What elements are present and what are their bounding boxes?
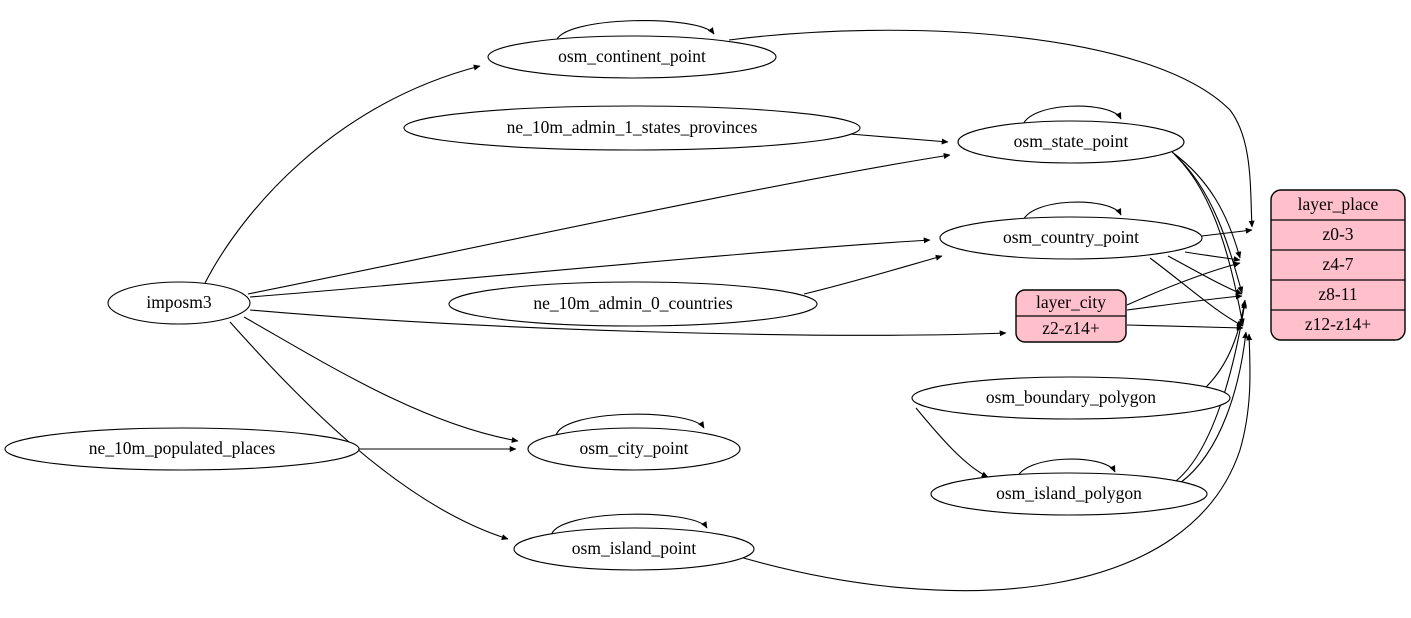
edge-selfloop-osm_island_polygon xyxy=(1015,458,1116,482)
record-shape-layer_place[interactable] xyxy=(1270,189,1406,341)
node-shape-osm_country_point[interactable] xyxy=(939,216,1203,260)
edge-osm_state_point-to-layer_place-z12-z14+ xyxy=(1175,155,1245,326)
node-osm_boundary_polygon[interactable]: osm_boundary_polygon xyxy=(911,376,1231,420)
node-ne_10m_populated_places[interactable]: ne_10m_populated_places xyxy=(4,427,360,471)
node-shape-osm_state_point[interactable] xyxy=(957,120,1185,164)
edge-imposm3-to-osm_continent_point xyxy=(204,64,481,284)
edge-ne_10m_admin_1_states_provinces-to-osm_state_point xyxy=(849,133,949,145)
edge-selfloop-osm_city_point xyxy=(555,413,705,437)
node-ne_10m_admin_1_states_provinces[interactable]: ne_10m_admin_1_states_provinces xyxy=(403,105,861,151)
node-osm_island_polygon[interactable]: osm_island_polygon xyxy=(930,472,1208,516)
node-shape-osm_continent_point[interactable] xyxy=(487,35,777,79)
node-shape-osm_boundary_polygon[interactable] xyxy=(911,376,1231,420)
edge-imposm3-to-osm_city_point xyxy=(243,316,519,443)
node-shape-osm_island_polygon[interactable] xyxy=(930,472,1208,516)
node-osm_state_point[interactable]: osm_state_point xyxy=(957,120,1185,164)
node-osm_island_point[interactable]: osm_island_point xyxy=(513,527,755,571)
edge-imposm3-to-osm_country_point xyxy=(249,237,931,298)
node-shape-imposm3[interactable] xyxy=(107,281,251,325)
node-shape-ne_10m_admin_0_countries[interactable] xyxy=(448,281,818,327)
node-osm_country_point[interactable]: osm_country_point xyxy=(939,216,1203,260)
edge-selfloop-osm_continent_point xyxy=(555,20,715,43)
edge-osm_island_polygon-to-layer_place-z12-z14+ xyxy=(1179,331,1249,484)
edge-osm_boundary_polygon-to-osm_island_polygon xyxy=(915,407,989,478)
edge-imposm3-to-layer_city xyxy=(249,309,1007,337)
node-layer: imposm3 ne_10m_populated_places ne_10m_a… xyxy=(4,35,1406,571)
edge-layer_city-to-layer_place-z12-z14+ xyxy=(1126,324,1244,331)
node-layer_city[interactable]: layer_city z2-z14+ xyxy=(1015,289,1127,343)
edge-selfloop-osm_state_point xyxy=(1021,105,1122,129)
edge-selfloop-osm_island_point xyxy=(550,513,708,537)
edge-osm_country_point-to-layer_place-z8-11 xyxy=(1167,255,1243,295)
node-osm_city_point[interactable]: osm_city_point xyxy=(527,427,741,471)
edge-imposm3-to-osm_state_point xyxy=(247,153,951,295)
edge-osm_island_point-to-layer_place-z12-z14+ xyxy=(739,333,1253,592)
edge-layer_city-to-layer_place-z4-7 xyxy=(1126,261,1241,306)
edge-ne_10m_admin_0_countries-to-osm_country_point xyxy=(803,254,943,295)
edge-layer xyxy=(204,20,1255,592)
edge-osm_country_point-to-layer_place-z12-z14+ xyxy=(1149,257,1244,327)
node-layer_place[interactable]: layer_place z0-3 z4-7 z8-11 z12-z14+ xyxy=(1270,189,1406,341)
edge-selfloop-osm_country_point xyxy=(1021,201,1122,225)
node-shape-osm_city_point[interactable] xyxy=(527,427,741,471)
edge-osm_country_point-to-layer_place-z4-7 xyxy=(1184,251,1241,263)
node-shape-osm_island_point[interactable] xyxy=(513,527,755,571)
edge-osm_continent_point-to-layer_place-z0-3 xyxy=(728,29,1255,228)
edge-osm_country_point-to-layer_place-z0-3 xyxy=(1201,227,1253,237)
node-osm_continent_point[interactable]: osm_continent_point xyxy=(487,35,777,79)
node-shape-ne_10m_populated_places[interactable] xyxy=(4,427,360,471)
edge-layer_city-to-layer_place-z8-11 xyxy=(1126,293,1243,311)
node-imposm3[interactable]: imposm3 xyxy=(107,281,251,325)
edge-osm_state_point-to-layer_place-z4-7 xyxy=(1171,151,1242,259)
node-ne_10m_admin_0_countries[interactable]: ne_10m_admin_0_countries xyxy=(448,281,818,327)
node-shape-ne_10m_admin_1_states_provinces[interactable] xyxy=(403,105,861,151)
